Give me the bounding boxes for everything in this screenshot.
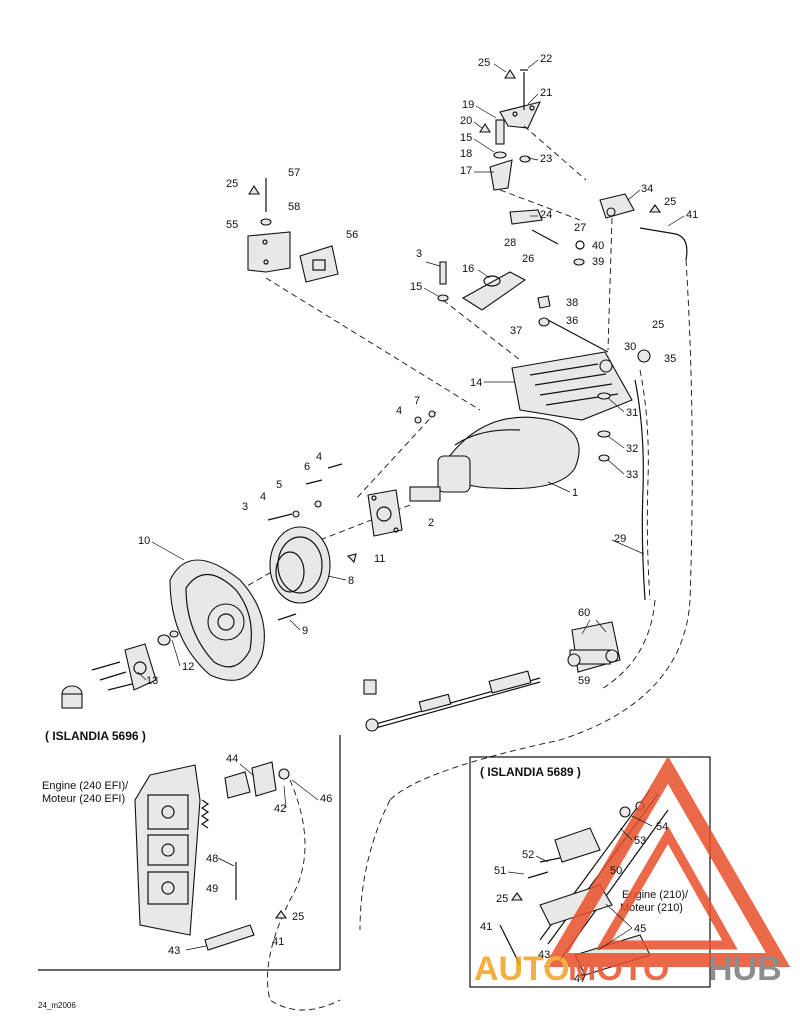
callout-4: 4 — [396, 405, 402, 417]
callout-36: 36 — [566, 315, 578, 327]
callout-40: 40 — [592, 240, 604, 252]
callout-25: 25 — [496, 893, 508, 905]
callout-17: 17 — [460, 165, 472, 177]
callout-41: 41 — [480, 921, 492, 933]
callout-31: 31 — [626, 407, 638, 419]
callout-25: 25 — [664, 196, 676, 208]
callout-5: 5 — [276, 479, 282, 491]
callout-26: 26 — [522, 253, 534, 265]
autmotohub-watermark: AUTO MOTO HUB — [474, 756, 791, 988]
callout-2: 2 — [428, 517, 434, 529]
callout-23: 23 — [540, 153, 552, 165]
callout-56: 56 — [346, 229, 358, 241]
callout-4: 4 — [316, 451, 322, 463]
callout-21: 21 — [540, 87, 552, 99]
callout-45: 45 — [634, 923, 646, 935]
box-right-title: ( ISLANDIA 5689 ) — [480, 765, 581, 779]
callout-3: 3 — [242, 501, 248, 513]
callout-48: 48 — [206, 853, 218, 865]
callout-18: 18 — [460, 148, 472, 160]
callout-4: 4 — [260, 491, 266, 503]
steering-hub — [269, 526, 331, 621]
callout-47: 47 — [574, 973, 586, 985]
callout-7: 7 — [414, 395, 420, 407]
callout-25: 25 — [652, 319, 664, 331]
callout-12: 12 — [182, 661, 194, 673]
steering-cable — [359, 259, 693, 931]
callout-3: 3 — [416, 248, 422, 260]
callout-44: 44 — [226, 753, 238, 765]
callout-60: 60 — [578, 607, 590, 619]
callout-42: 42 — [274, 803, 286, 815]
box-left-engine-en: Engine (240 EFI)/ — [42, 780, 129, 792]
callout-24: 24 — [540, 209, 552, 221]
footer-code: 24_m2006 — [38, 1001, 76, 1010]
watermark-text-auto: AUTO — [474, 950, 570, 988]
box-left-title: ( ISLANDIA 5696 ) — [45, 729, 146, 743]
watermark-text-hub: HUB — [708, 950, 782, 988]
callout-43: 43 — [168, 945, 180, 957]
callout-11: 11 — [374, 553, 385, 565]
cable-support-60 — [567, 621, 621, 673]
watermark-triangle — [543, 756, 791, 967]
callout-15: 15 — [410, 281, 422, 293]
left-bracket-assembly — [247, 178, 339, 283]
callout-15: 15 — [460, 132, 472, 144]
callout-38: 38 — [566, 297, 578, 309]
steering-column-cover — [409, 416, 580, 502]
steering-wheel — [157, 559, 265, 681]
callout-8: 8 — [348, 575, 354, 587]
column-flange — [267, 410, 436, 564]
callout-25: 25 — [292, 911, 304, 923]
callout-58: 58 — [288, 201, 300, 213]
callout-46: 46 — [320, 793, 332, 805]
callout-10: 10 — [138, 535, 150, 547]
callout-25: 25 — [478, 57, 490, 69]
box-right-engine-fr: Moteur (210) — [620, 902, 683, 914]
callout-22: 22 — [540, 53, 552, 65]
cable-guide-plate — [511, 349, 651, 462]
callout-35: 35 — [664, 353, 676, 365]
box-left-engine-fr: Moteur (240 EFI) — [42, 793, 125, 805]
watermark-text-moto: MOTO — [568, 950, 669, 988]
islandia-5696-detail: ( ISLANDIA 5696 ) Engine (240 EFI)/ Mote… — [38, 729, 341, 1011]
wheel-adapter — [61, 643, 157, 709]
upper-bracket-assembly — [437, 68, 688, 353]
callout-19: 19 — [462, 99, 474, 111]
callout-55: 55 — [226, 219, 238, 231]
callout-41: 41 — [272, 936, 284, 948]
callout-labels: 25 22 21 19 20 15 23 18 17 34 25 41 24 2… — [138, 53, 698, 985]
callout-13: 13 — [146, 675, 158, 687]
callout-52: 52 — [522, 849, 534, 861]
callout-34: 34 — [641, 183, 653, 195]
callout-14: 14 — [470, 377, 482, 389]
callout-59: 59 — [578, 675, 590, 687]
callout-6: 6 — [304, 461, 310, 473]
callout-33: 33 — [626, 469, 638, 481]
callout-25: 25 — [226, 178, 238, 190]
callout-54: 54 — [656, 821, 668, 833]
callout-16: 16 — [462, 263, 474, 275]
callout-leaders — [137, 59, 685, 951]
callout-27: 27 — [574, 222, 586, 234]
callout-51: 51 — [494, 865, 506, 877]
callout-32: 32 — [626, 443, 638, 455]
callout-53: 53 — [634, 835, 646, 847]
callout-57: 57 — [288, 167, 300, 179]
callout-41: 41 — [686, 209, 698, 221]
cable-end-rod — [363, 670, 541, 732]
callout-50: 50 — [610, 865, 622, 877]
callout-28: 28 — [504, 237, 516, 249]
callout-1: 1 — [572, 487, 578, 499]
callout-9: 9 — [302, 625, 308, 637]
callout-39: 39 — [592, 256, 604, 268]
callout-37: 37 — [510, 325, 522, 337]
callout-43: 43 — [538, 949, 550, 961]
callout-30: 30 — [624, 341, 636, 353]
callout-49: 49 — [206, 883, 218, 895]
callout-20: 20 — [460, 115, 472, 127]
